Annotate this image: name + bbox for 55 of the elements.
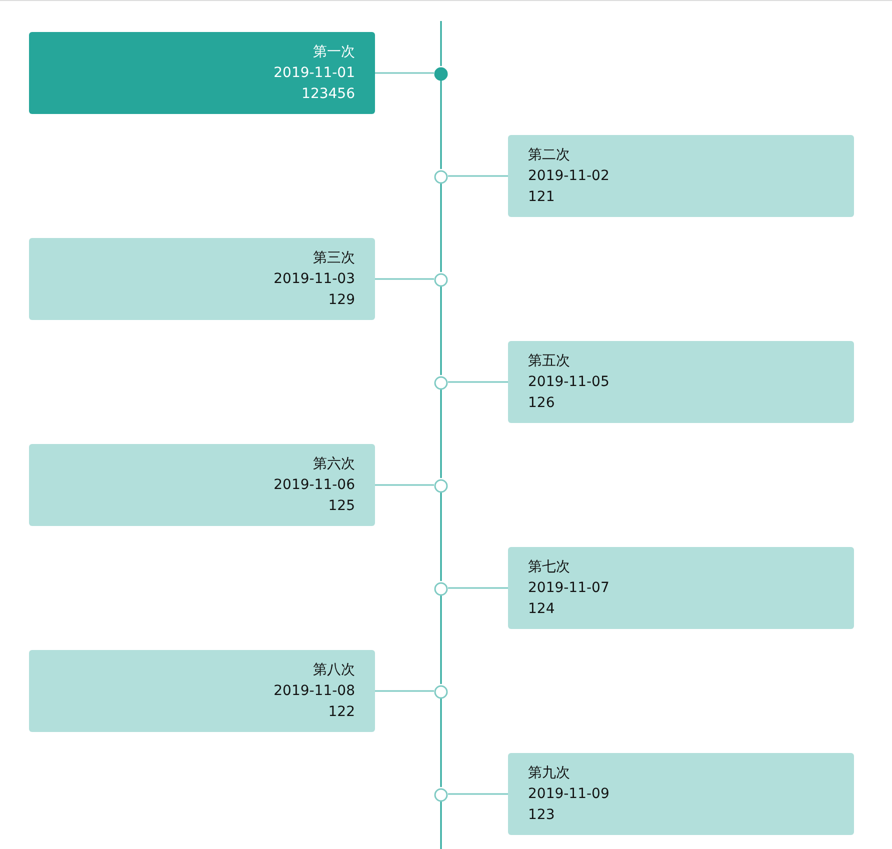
event-card	[508, 135, 854, 217]
connector-line	[448, 793, 508, 795]
value-text: 121	[528, 188, 556, 207]
card-title: 第三次	[312, 249, 355, 268]
connector-line	[448, 381, 508, 383]
timeline-dot	[434, 272, 448, 286]
date-text: 2019-11-05	[528, 373, 610, 392]
connector-line	[440, 286, 442, 375]
connector-line	[375, 690, 434, 692]
event-card	[508, 753, 854, 835]
timeline-dot	[434, 684, 448, 698]
connector-line	[440, 698, 442, 787]
event-card	[29, 238, 375, 320]
connector-line	[440, 595, 442, 684]
event-card	[29, 32, 375, 114]
timeline-dot	[434, 787, 448, 801]
card-title: 第七次	[528, 558, 571, 577]
value-text: 122	[327, 703, 355, 722]
event-card	[29, 650, 375, 732]
connector-line	[440, 492, 442, 581]
connector-line	[375, 278, 434, 280]
date-text: 2019-11-06	[272, 476, 355, 495]
card-title: 第二次	[528, 146, 571, 165]
value-text: 129	[327, 291, 355, 310]
event-card	[508, 547, 854, 629]
card-title: 第六次	[312, 455, 355, 474]
date-text: 2019-11-07	[528, 579, 610, 598]
timeline-dot	[434, 478, 448, 492]
date-text: 2019-11-02	[528, 167, 610, 186]
date-text: 2019-11-03	[272, 270, 355, 289]
timeline-dot	[434, 375, 448, 389]
card-title: 第八次	[312, 661, 355, 680]
connector-line	[448, 587, 508, 589]
connector-line	[375, 72, 434, 74]
date-text: 2019-11-09	[528, 785, 610, 804]
timeline-dot	[434, 581, 448, 595]
connector-line	[375, 484, 434, 486]
date-text: 2019-11-01	[272, 64, 355, 83]
event-card	[508, 341, 854, 423]
value-text: 123456	[300, 85, 355, 104]
date-text: 2019-11-08	[272, 682, 355, 701]
timeline-dot	[434, 169, 448, 183]
timeline-dot	[434, 66, 448, 80]
card-title: 第九次	[528, 764, 571, 783]
connector-line	[440, 389, 442, 478]
value-text: 125	[327, 497, 355, 516]
value-text: 124	[528, 600, 556, 619]
card-title: 第五次	[528, 352, 571, 371]
value-text: 126	[528, 394, 556, 413]
event-card	[29, 444, 375, 526]
connector-line	[440, 80, 442, 169]
connector-line	[448, 175, 508, 177]
connector-line	[440, 183, 442, 272]
card-title: 第一次	[312, 43, 355, 62]
value-text: 123	[528, 806, 556, 825]
